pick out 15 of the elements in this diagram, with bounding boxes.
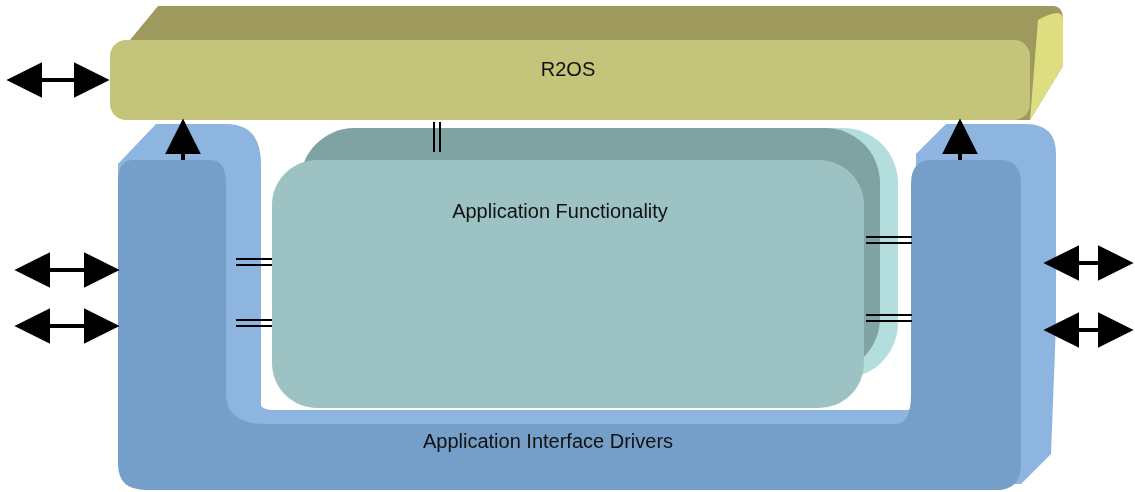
block-label: Application Interface Drivers <box>422 430 674 453</box>
connector-line <box>865 236 913 244</box>
block-label: R2OS <box>540 58 596 81</box>
arrow <box>165 118 201 160</box>
arrow <box>14 308 120 344</box>
arrow <box>14 252 120 288</box>
connector-line <box>235 258 273 266</box>
connector-line <box>433 121 441 153</box>
arrow <box>942 118 978 160</box>
block-label: Application Functionality <box>452 200 668 223</box>
arrow <box>6 62 110 98</box>
arrow <box>1043 312 1134 348</box>
arrow <box>1043 245 1134 281</box>
connector-line <box>235 319 273 327</box>
connector-line <box>865 314 913 322</box>
